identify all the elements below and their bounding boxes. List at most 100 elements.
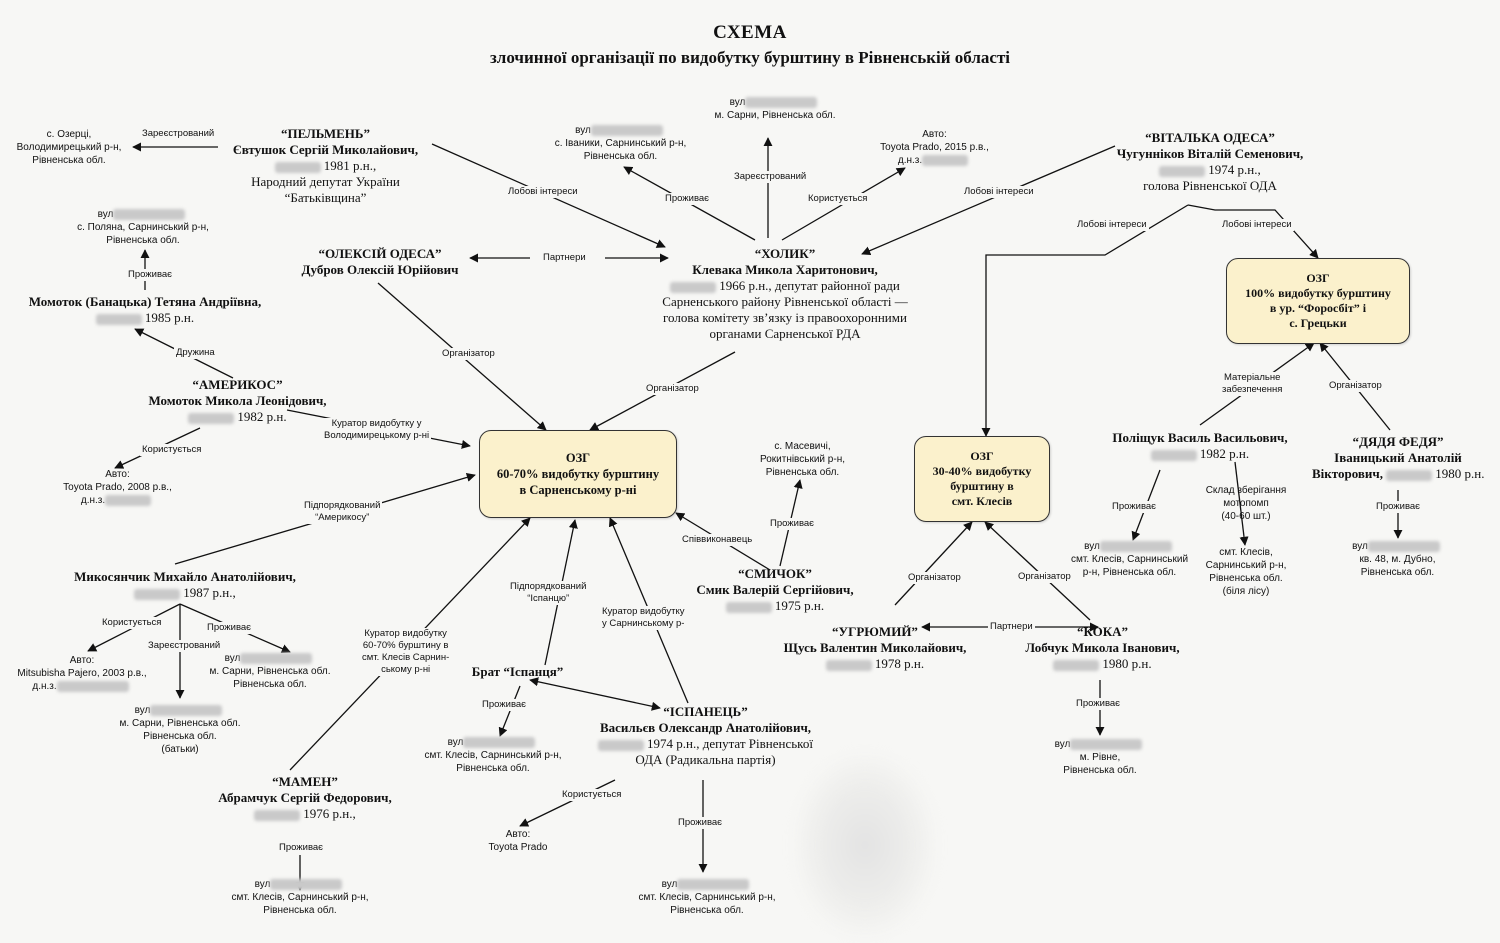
edge-label: Дружина (174, 347, 217, 359)
position: голова Рівненської ОДА (1143, 178, 1277, 193)
person-polishchuk: Поліщук Василь Васильович, 1982 р.н. (1100, 430, 1300, 462)
edge-label: Користується (140, 444, 204, 456)
redacted-street (240, 652, 313, 664)
address-masevychi: с. Масевичі, Рокитнівський р-н, Рівненсь… (750, 440, 855, 479)
address-sarny-parents: вул м. Сарни, Рівненська обл. Рівненська… (110, 704, 250, 756)
edge-label: Куратор видобутку 60-70% бурштину в смт.… (360, 628, 452, 676)
address-line: вул (1084, 541, 1100, 552)
person-koka: “КОКА” Лобчук Микола Іванович, 1980 р.н. (1015, 624, 1190, 672)
redacted-date (1159, 165, 1206, 177)
birth-year: 1966 р.н., депутат районної ради (719, 278, 900, 293)
nickname: “ОЛЕКСІЙ ОДЕСА” (318, 246, 442, 261)
edge-label: Користується (560, 789, 624, 801)
edge-label-line: 60-70% бурштину в (362, 640, 449, 651)
address-line: с. Іваники, Сарнинський р-н, (554, 138, 687, 149)
edge-label-line: Матеріальне (1224, 372, 1281, 383)
birth-year: 1978 р.н. (874, 656, 925, 671)
ozg-klesiv-line: смт. Клесів (951, 494, 1013, 508)
ozg-forosit-line: с. Грецьки (1289, 316, 1347, 330)
address-line: (батьки) (161, 744, 199, 755)
address-line: с. Поляна, Сарнинський р-н, (77, 222, 209, 233)
ozg-forosit-line: в ур. “Форосбіт” і (1269, 301, 1367, 315)
position: Сарненського району Рівненської області … (662, 294, 908, 309)
address-line: м. Рівне, (1079, 752, 1121, 763)
edge-label: Партнери (541, 252, 588, 264)
address-line: смт. Клесів, (1219, 547, 1273, 558)
ozg-sarny-line: 60-70% видобутку бурштину (496, 467, 660, 481)
redacted-date (670, 281, 717, 293)
redacted-street (113, 208, 186, 220)
person-mamen: “МАМЕН” Абрамчук Сергій Федорович, 1976 … (205, 774, 405, 822)
address-line: Toyota Prado, 2008 р.в., (63, 482, 172, 493)
redacted-date (725, 601, 772, 613)
person-amerykos: “АМЕРИКОС” Момоток Микола Леонідович, 19… (140, 377, 335, 425)
edge-label: Лобові інтереси (962, 186, 1036, 198)
edge-label: Проживає (1110, 501, 1159, 513)
address-line: д.н.з. (897, 155, 923, 166)
address-line: вул (661, 879, 678, 890)
edge-label: Підпорядкований “Америкосу” (302, 500, 383, 524)
full-name: Микосянчик Михайло Анатолійович, (74, 569, 296, 584)
address-line: смт. Клесів, Сарнинський р-н, (638, 892, 776, 903)
full-name: Брат “Іспанця” (471, 664, 564, 679)
person-vitalka: “ВІТАЛЬКА ОДЕСА” Чугунніков Віталій Семе… (1110, 130, 1310, 194)
edge-label: Проживає (277, 842, 326, 854)
edge-label: Проживає (1074, 698, 1123, 710)
person-momotok-tetiana: Момоток (Банацька) Тетяна Андріївна, 198… (16, 294, 274, 326)
address-line: вул (575, 125, 591, 136)
nickname: “КОКА” (1076, 624, 1129, 639)
edge-label-line: у Сарнинському р- (602, 618, 685, 629)
full-name: Щусь Валентин Миколайович, (783, 640, 967, 655)
birth-year: 1982 р.н. (237, 409, 287, 424)
ozg-sarny-box: ОЗГ 60-70% видобутку бурштину в Сарненсь… (479, 430, 677, 518)
address-line: смт. Клесів, Сарнинський (1070, 554, 1189, 565)
address-line: вул (1054, 739, 1071, 750)
edge-label: Проживає (676, 817, 725, 829)
full-name: Абрамчук Сергій Федорович, (218, 790, 392, 805)
address-dubno: вул кв. 48, м. Дубно, Рівненська обл. (1330, 540, 1465, 579)
person-oleksii: “ОЛЕКСІЙ ОДЕСА” Дубров Олексій Юрійович (290, 246, 470, 278)
edge-label: Зареєстрований (146, 640, 223, 652)
edge-label: Лобові інтереси (506, 186, 580, 198)
edge-label: Партнери (988, 621, 1035, 633)
edge-label: Користується (100, 617, 164, 629)
edge-label: Проживає (768, 518, 817, 530)
edge-label: Лобові інтереси (1075, 219, 1149, 231)
ozg-forosit-box: ОЗГ 100% видобутку бурштину в ур. “Форос… (1226, 258, 1410, 344)
birth-year: 1980 р.н. (1102, 656, 1152, 671)
ozg-klesiv-line: бурштину в (950, 479, 1014, 493)
redacted-date (95, 313, 142, 325)
edge-label: Організатор (1327, 380, 1384, 392)
edge-label: Організатор (906, 572, 963, 584)
redacted-street (270, 878, 343, 890)
edge-label: Підпорядкований “Іспанцю” (508, 581, 589, 605)
edge-label-line: ському р-ні (381, 664, 431, 675)
address-rivne: вул м. Рівне, Рівненська обл. (1040, 738, 1160, 777)
edge-label-line: “Іспанцю” (527, 593, 570, 604)
address-line: р-н, Рівненська обл. (1082, 567, 1177, 578)
redacted-street (745, 96, 818, 108)
birth-year: 1976 р.н., (303, 806, 356, 821)
redacted-date (1150, 449, 1197, 461)
address-mitsubishi: Авто: Mitsubisha Pajero, 2003 р.в., д.н.… (12, 654, 152, 693)
blurred-area (795, 755, 935, 935)
full-name: Євтушок Сергій Миколайович, (232, 142, 419, 157)
address-line: смт. Клесів, Сарнинський р-н, (231, 892, 369, 903)
address-line: Авто: (105, 469, 130, 480)
redacted-plate (56, 680, 129, 692)
arrow-brat-klesiv (498, 685, 521, 737)
address-line: Рівненська обл. (1209, 573, 1283, 584)
redacted-date (274, 161, 321, 173)
ozg-sarny-line: в Сарненському р-ні (519, 483, 637, 497)
arrow-brat-ispanets (529, 677, 661, 711)
address-toyota-isp: Авто: Toyota Prado (478, 828, 558, 854)
address-line: м. Сарни, Рівненська обл. (714, 110, 836, 121)
address-line: м. Сарни, Рівненська обл. (209, 666, 331, 677)
redacted-street (1070, 738, 1143, 750)
arrow-vitalka-kholyk (861, 145, 1116, 255)
address-line: вул (134, 705, 151, 716)
edge-label: Організатор (644, 383, 701, 395)
redacted-plate (105, 494, 152, 506)
birth-year: 1982 р.н. (1199, 446, 1250, 461)
